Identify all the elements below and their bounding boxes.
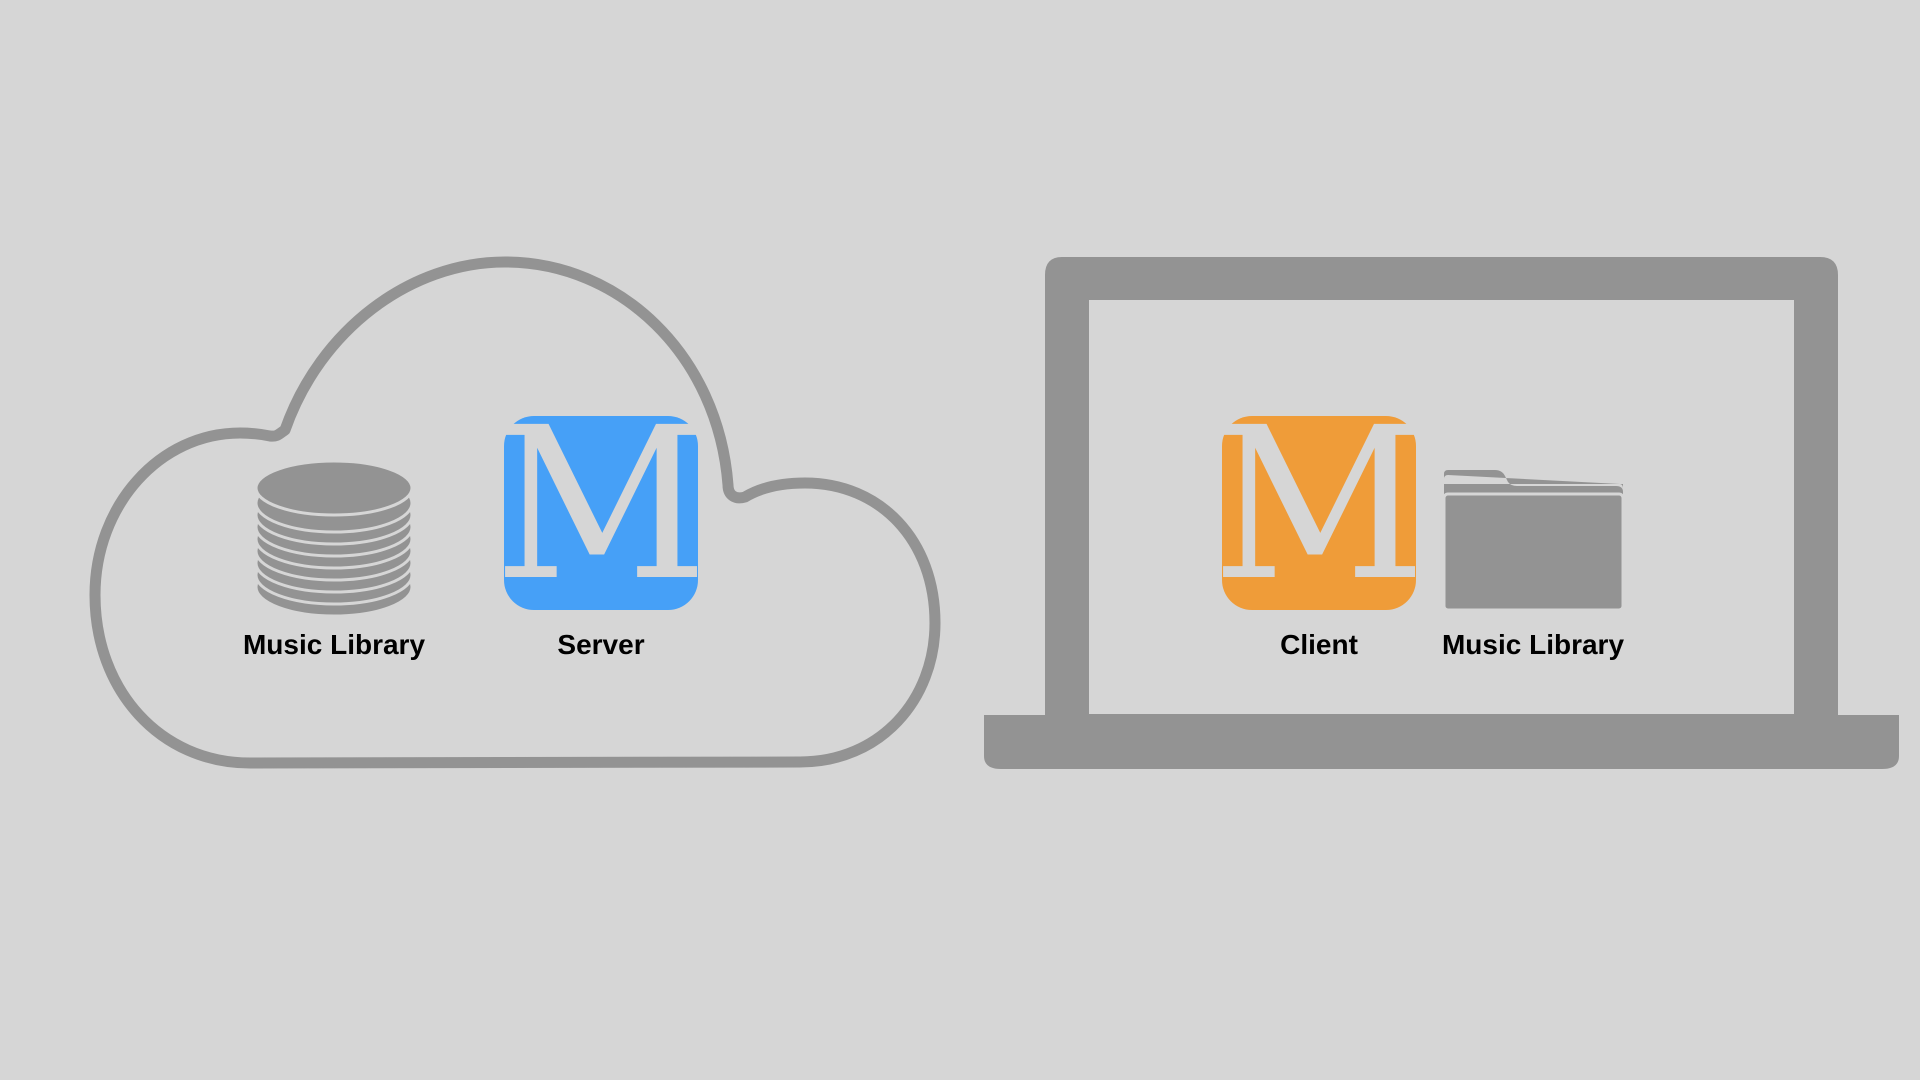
laptop-library-label: Music Library — [1442, 629, 1624, 660]
server-label: Server — [557, 629, 644, 660]
folder-front — [1442, 492, 1625, 612]
client-app-icon: M — [1211, 382, 1426, 627]
client-app-letter: M — [1211, 382, 1426, 627]
server-app-letter: M — [493, 382, 708, 627]
laptop-base — [984, 715, 1899, 769]
cloud-outline — [89, 256, 941, 769]
database-stack-icon — [254, 459, 414, 618]
folder-icon — [1442, 470, 1625, 612]
server-app-icon: M — [493, 382, 708, 627]
client-label: Client — [1280, 629, 1358, 660]
laptop-group: M Client Music Library — [984, 257, 1899, 769]
cloud-library-label: Music Library — [243, 629, 425, 660]
server-app-tile — [504, 416, 698, 610]
client-app-tile — [1222, 416, 1416, 610]
cloud-group: Music Library M Server — [89, 256, 941, 769]
